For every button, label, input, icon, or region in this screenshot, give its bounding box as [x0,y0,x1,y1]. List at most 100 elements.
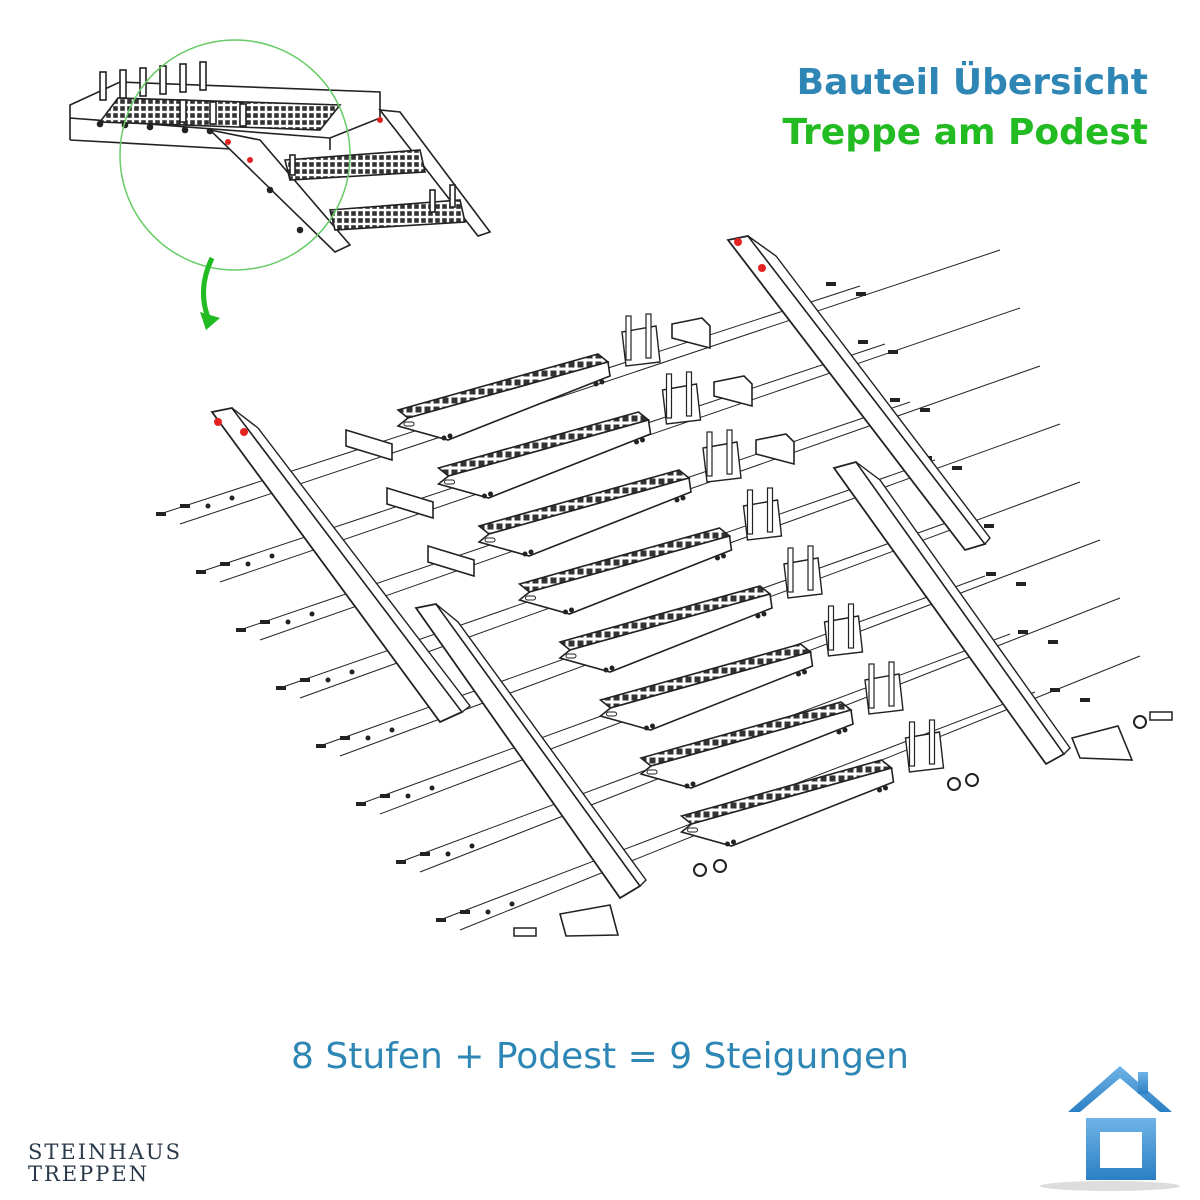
bolt [952,466,962,470]
bolt [460,910,470,914]
thumb-highlight-2 [247,157,253,163]
step-slot [565,653,577,659]
thumb-step-1 [283,149,426,181]
stringer-left-rear-highlight [214,418,222,426]
brand-name-line-2: TREPPEN [28,1162,150,1186]
bolt [920,408,930,412]
bolt [984,524,994,528]
step-slot [444,479,455,485]
fasteners [156,282,1173,937]
callout-circle [119,39,351,271]
bolt [986,572,996,576]
landing-grating [98,97,342,131]
step-slot [403,421,415,427]
nut [1133,715,1147,729]
thumb-stringer-right [378,109,492,237]
kick-plate-rear [671,317,711,350]
curved-down-arrow-head [200,312,220,330]
bolt [1080,698,1090,702]
nut [965,773,979,787]
brand-name-line-1: STEINHAUS [28,1140,182,1164]
bolt [396,860,406,864]
step-slot [687,827,698,833]
bolt [276,686,286,690]
formula-caption: 8 Stufen + Podest = 9 Steigungen [291,1036,909,1077]
washer [269,553,275,559]
bolt [316,744,326,748]
step-slot [525,595,536,601]
grating-steps [396,353,895,847]
bolt [858,340,868,344]
anchor-bolt [1149,711,1173,721]
bolt [356,802,366,806]
bolt [236,628,246,632]
step-slot [606,711,617,717]
bolt [420,852,430,856]
step-nosing [396,360,611,441]
kick-plates [345,317,795,578]
landing-posts [99,61,247,127]
bolt [156,512,166,516]
step-brackets [621,313,945,773]
stringer-right-rear-highlight [734,238,742,246]
step-nosing [679,766,895,847]
heading-line-2: Treppe am Podest [782,112,1148,153]
washer [325,677,331,683]
step-nosing [558,592,773,673]
washer [285,619,291,625]
house-logo-icon [1040,1066,1180,1191]
bolt [380,794,390,798]
washer [365,735,371,741]
washer [205,503,211,509]
overview-thumbnail [69,61,492,253]
nut [693,863,707,877]
step-nosing [517,534,733,615]
bolt [856,292,866,296]
washer [469,843,475,849]
foot-bracket-right [1070,725,1134,761]
bolt [196,570,206,574]
washer [389,727,395,733]
nut [947,777,961,791]
kick-plate-rear [755,433,795,466]
kick-plate-rear [713,375,753,408]
washer [229,495,235,501]
thumb-highlight-3 [377,117,383,123]
bolt [890,398,900,402]
kick-plate-front [345,428,393,462]
step-nosing [436,418,652,499]
bolt [1048,640,1058,644]
thumb-step-2 [328,199,466,231]
bolt [220,562,230,566]
washer [445,851,451,857]
anchor-bolt [513,927,537,937]
bolt [260,620,270,624]
bolt [888,350,898,354]
step-nosing [477,476,692,557]
washer [245,561,251,567]
washer [349,669,355,675]
washer [509,901,515,907]
washer [485,909,491,915]
bolt [826,282,836,286]
bolt [436,918,446,922]
bolt [1050,688,1060,692]
washer [429,785,435,791]
step-nosing [598,650,814,731]
thumb-highlight-1 [225,139,231,145]
step-slot [646,769,658,775]
step-nosing [639,708,854,789]
bolt [300,678,310,682]
nut [713,859,727,873]
bolt [1016,582,1026,586]
thumb-stringer-left [207,128,352,253]
washer [309,611,315,617]
bolt [180,504,190,508]
washer [405,793,411,799]
bolt [1018,630,1028,634]
heading-line-1: Bauteil Übersicht [796,62,1148,103]
kick-plate-front [427,544,475,578]
bolt [340,736,350,740]
foot-bracket-left [558,904,620,937]
